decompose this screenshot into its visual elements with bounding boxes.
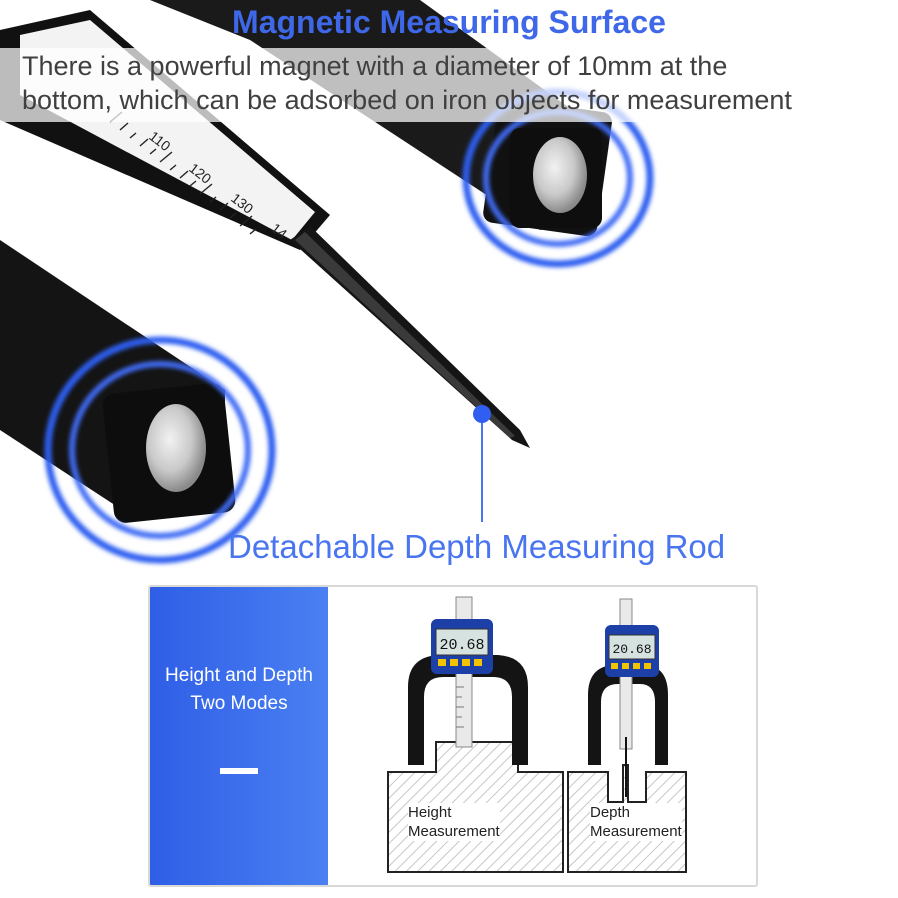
magnet-top xyxy=(462,88,654,268)
caption-band xyxy=(0,48,898,122)
depth-label: Depth Measurement xyxy=(590,803,682,841)
height-display-value: 20.68 xyxy=(439,637,484,654)
depth-display-value: 20.68 xyxy=(612,642,651,657)
magnet-left xyxy=(44,336,276,564)
rod-callout-dot xyxy=(473,405,491,423)
height-label-line-1: Height xyxy=(408,804,452,821)
modes-illustration: 20.68 20.68 xyxy=(387,596,687,873)
caption-line-2: bottom, which can be adsorbed on iron ob… xyxy=(22,85,792,115)
height-gauge: 20.68 xyxy=(408,596,528,765)
depth-rod xyxy=(290,226,530,448)
modes-title-line-1: Height and Depth xyxy=(165,665,313,686)
modes-divider xyxy=(220,768,258,774)
rod-label: Detachable Depth Measuring Rod xyxy=(228,528,726,565)
depth-label-line-2: Measurement xyxy=(590,823,682,840)
modes-title-line-2: Two Modes xyxy=(190,693,288,714)
depth-gauge: 20.68 xyxy=(588,598,668,797)
caption-line-1: There is a powerful magnet with a diamet… xyxy=(22,51,728,81)
page-title: Magnetic Measuring Surface xyxy=(232,4,666,40)
height-label-line-2: Measurement xyxy=(408,823,500,840)
height-label: Height Measurement xyxy=(408,803,500,841)
modes-panel-sidebar: Height and Depth Two Modes xyxy=(150,587,328,885)
modes-panel: Height and Depth Two Modes 20.68 xyxy=(148,585,758,887)
depth-label-line-1: Depth xyxy=(590,804,631,821)
